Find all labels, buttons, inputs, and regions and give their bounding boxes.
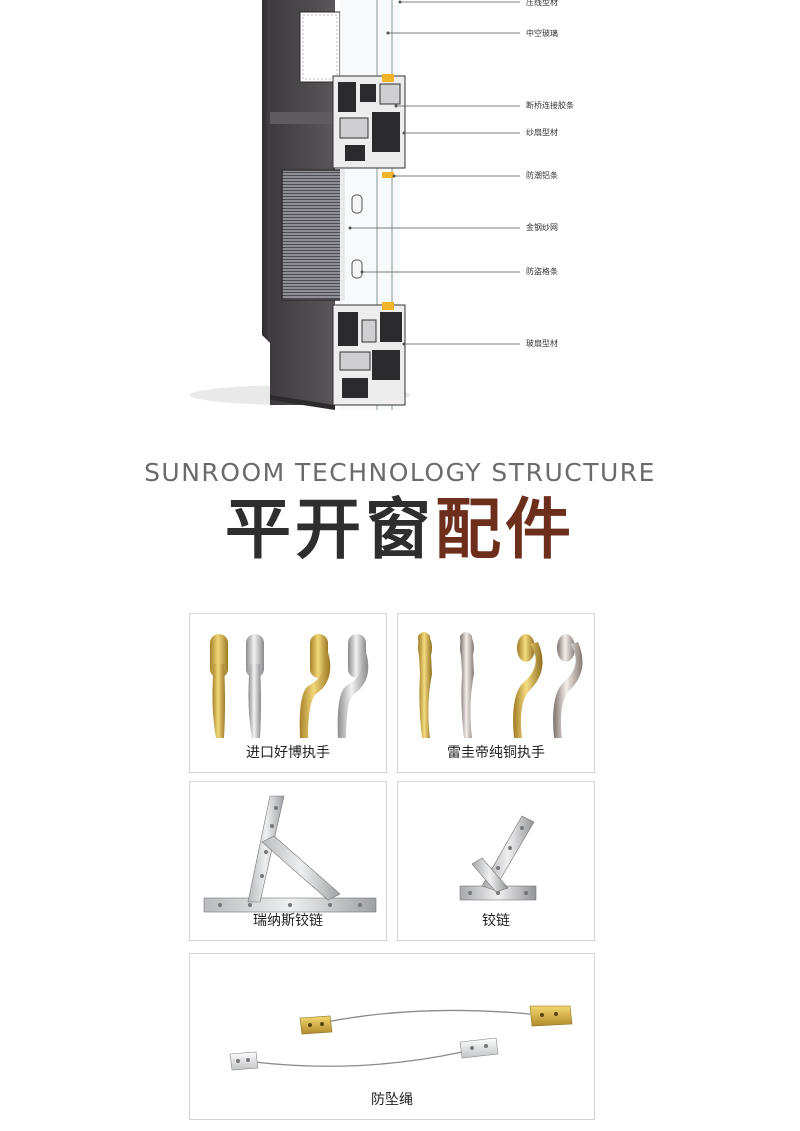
callout-security-bar: 防盗格条 <box>526 267 558 276</box>
window-cross-section-diagram: 压线型材 中空玻璃 断桥连接胶条 纱扇型材 防潮铝条 金钢纱网 防盗格条 玻扇型… <box>0 0 800 420</box>
chinese-section-title: 平开窗配件 <box>0 490 800 570</box>
callout-glass-sash: 玻扇型材 <box>526 339 558 348</box>
product-card-handle-hoppe[interactable]: 进口好博执手 <box>189 613 387 773</box>
handle-copper-image <box>418 632 583 738</box>
handle-hoppe-image <box>210 634 369 738</box>
product-card-handle-copper[interactable]: 雷圭帝纯铜执手 <box>397 613 595 773</box>
product-label: 瑞纳斯铰链 <box>253 913 323 929</box>
callout-thermal-strip: 断桥连接胶条 <box>526 101 574 110</box>
callout-moisture-strip: 防潮铝条 <box>526 171 558 180</box>
callout-screen-sash: 纱扇型材 <box>526 128 558 137</box>
product-label: 铰链 <box>482 913 510 929</box>
product-label: 雷圭帝纯铜执手 <box>447 745 545 761</box>
title-dark-part: 平开窗 <box>225 491 435 568</box>
product-label: 进口好博执手 <box>246 745 330 761</box>
product-card-hinge-reinas[interactable]: 瑞纳斯铰链 <box>189 781 387 941</box>
product-card-fall-rope[interactable]: 防坠绳 <box>189 953 595 1120</box>
callout-hollow-glass: 中空玻璃 <box>526 29 558 38</box>
window-profile-illustration <box>190 0 520 410</box>
fall-rope-image <box>229 1005 573 1071</box>
title-accent-part: 配件 <box>435 491 575 568</box>
product-label: 防坠绳 <box>371 1092 413 1108</box>
product-card-hinge[interactable]: 铰链 <box>397 781 595 941</box>
callout-press-line: 压线型材 <box>526 0 558 7</box>
hinge-reinas-image <box>203 795 377 913</box>
callout-steel-mesh: 金钢纱网 <box>526 223 558 232</box>
hinge-image <box>459 815 537 901</box>
english-section-title: SUNROOM TECHNOLOGY STRUCTURE <box>144 458 656 487</box>
